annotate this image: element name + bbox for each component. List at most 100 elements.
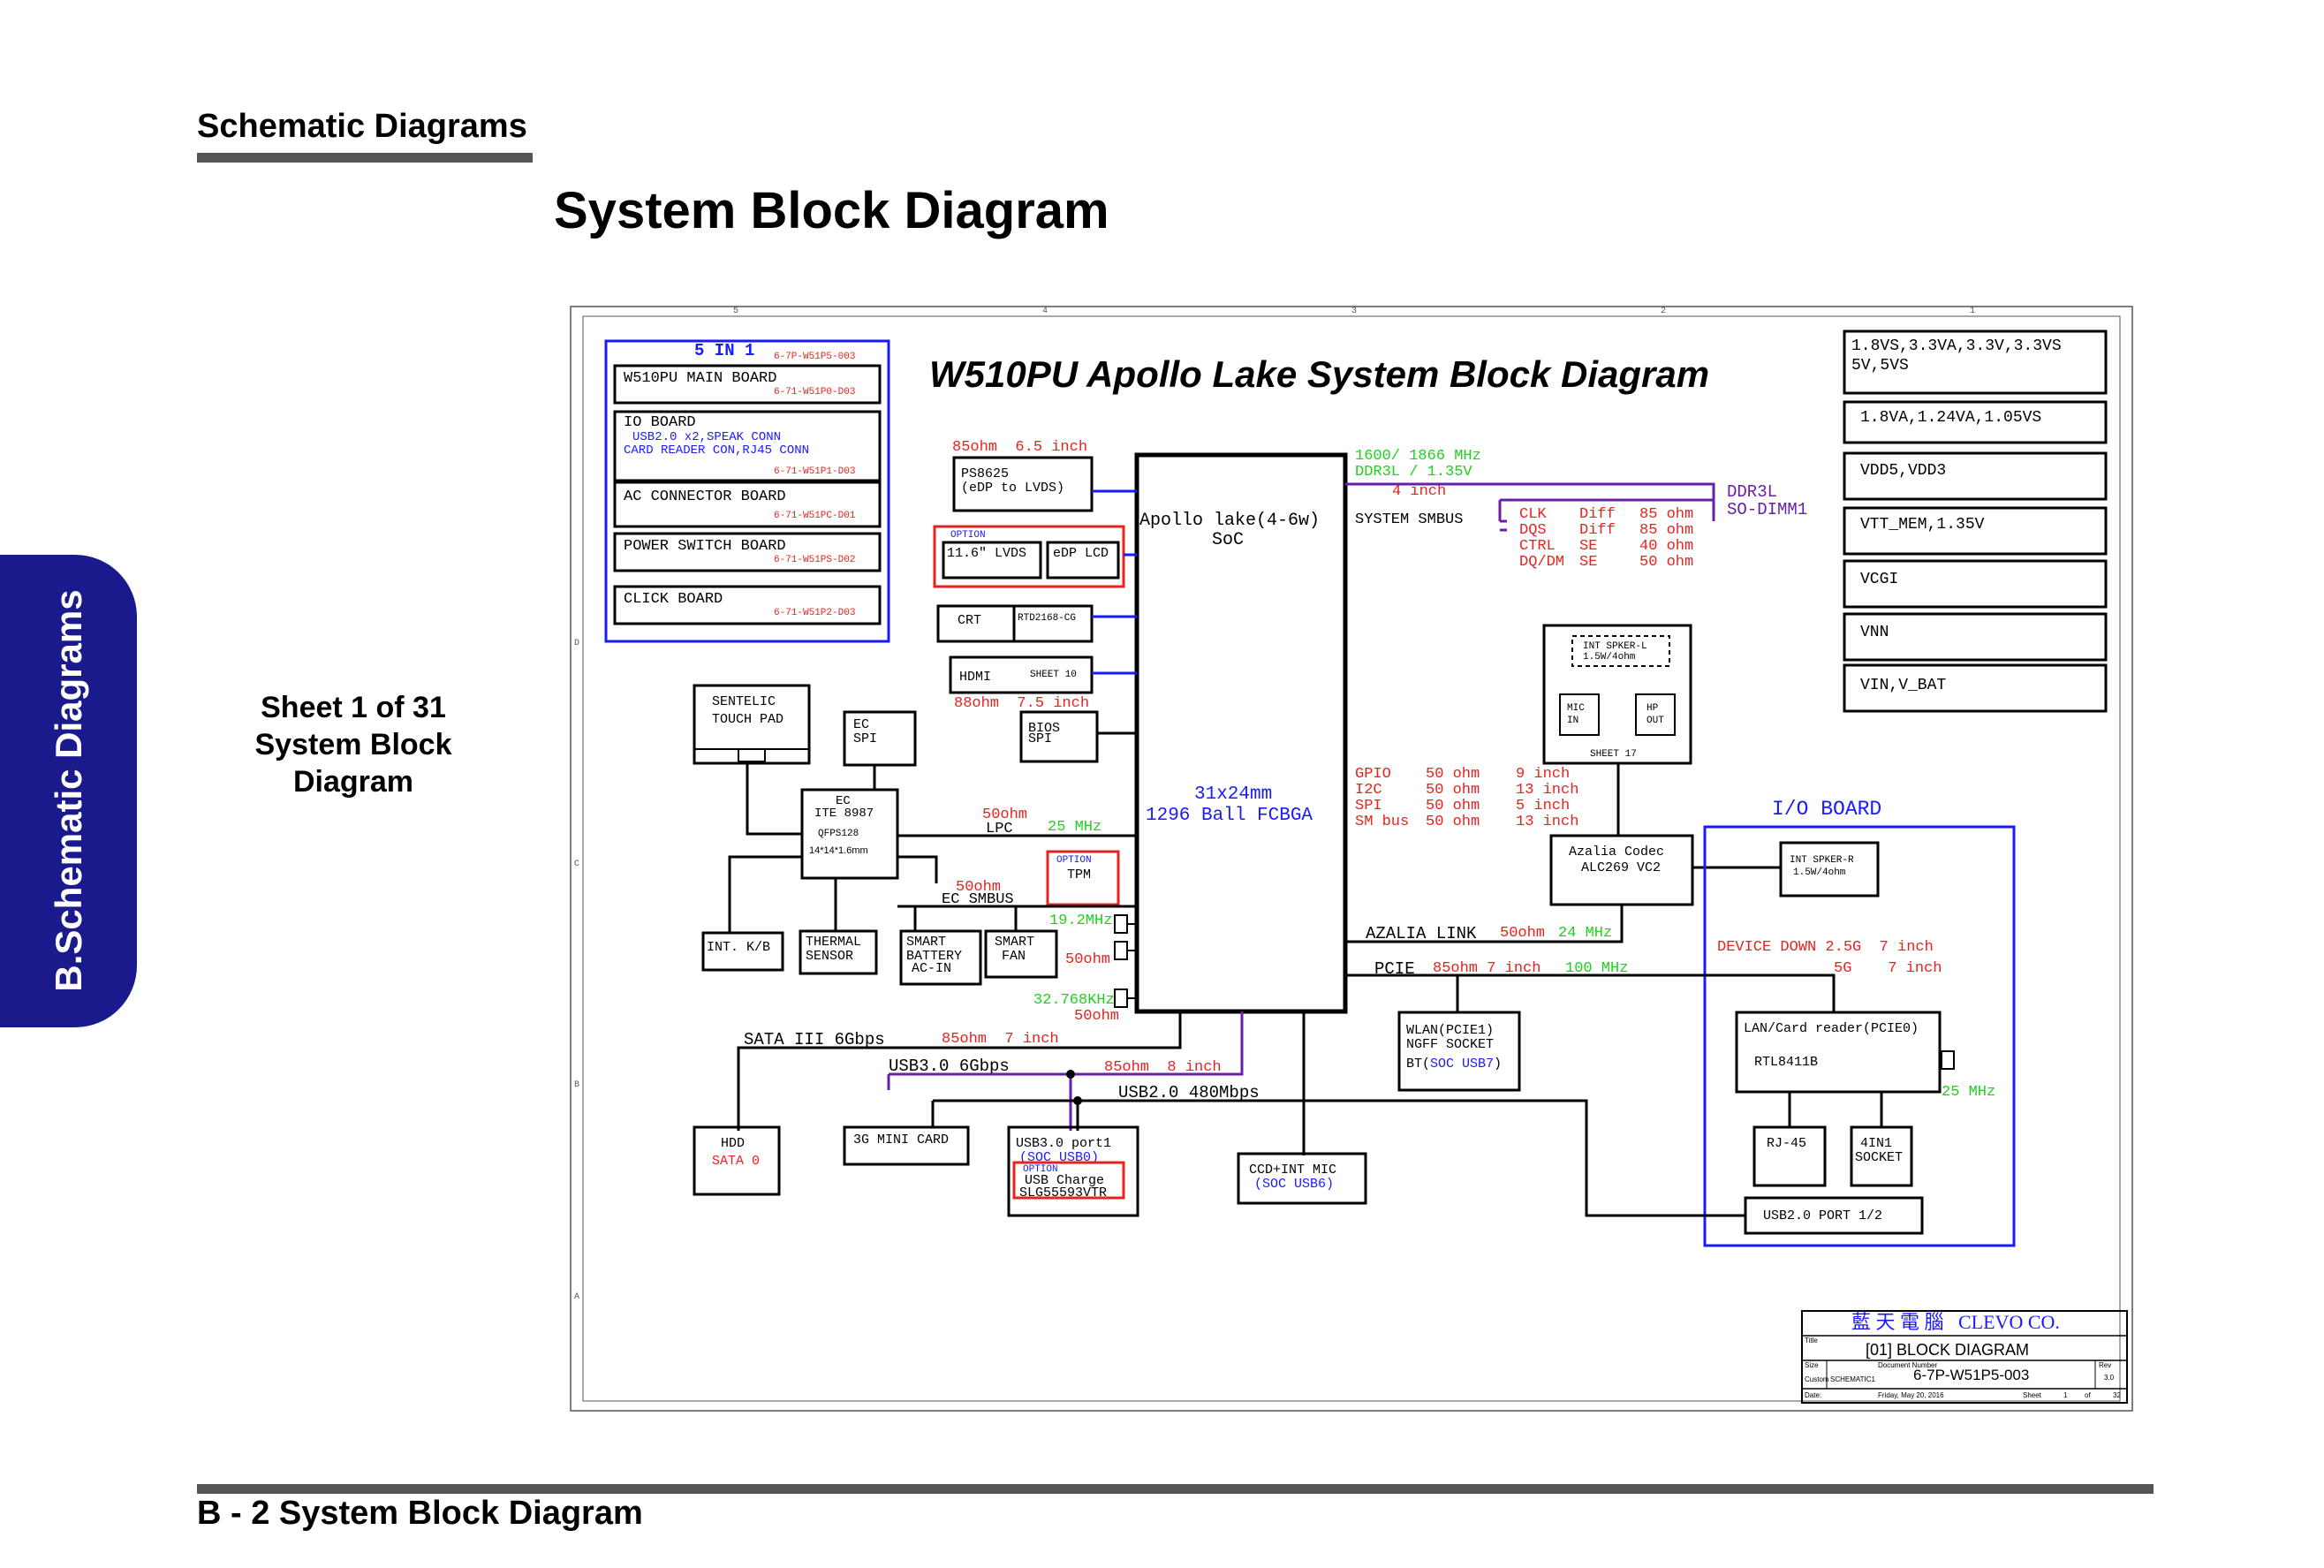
tb-label: Sheet [2023, 1391, 2042, 1399]
device-down: DEVICE DOWN 2.5G 7 inch [1717, 939, 1934, 956]
card-socket: SOCKET [1855, 1150, 1903, 1165]
spk-left: 1.5W/4ohm [1583, 652, 1636, 663]
pcie-spec: 85ohm 7 inch [1433, 960, 1541, 977]
crystal-1: 19.2MHz [1049, 913, 1112, 929]
hdmi-port: HDMI [959, 670, 991, 685]
gpio-row: 50 ohm [1426, 798, 1480, 814]
battery: SMART [906, 935, 946, 950]
ccd: (SOC USB6) [1254, 1177, 1334, 1192]
display-option: OPTION [950, 530, 986, 541]
border-mark: C [574, 860, 579, 869]
board-group-title: 5 IN 1 [694, 341, 754, 360]
gpio-row: I2C [1355, 782, 1382, 799]
sata-bus: SATA III 6Gbps [744, 1030, 885, 1049]
io-board-title: I/O BOARD [1772, 798, 1881, 821]
ps-desc: (eDP to LVDS) [961, 481, 1064, 496]
crystal-1-ohm: 50ohm [1065, 951, 1110, 968]
touchpad: SENTELIC [712, 694, 776, 709]
board-ac: AC CONNECTOR BOARD [624, 489, 786, 505]
gpio-row: SPI [1355, 798, 1382, 814]
lan-chip: LAN/Card reader(PCIE0) [1744, 1021, 1919, 1036]
memory-path: 1600/ 1866 MHz DDR3L / 1.35V 4 inch SYST… [1345, 448, 1807, 571]
tb-sheet: 1 [2063, 1391, 2068, 1399]
ccd: CCD+INT MIC [1249, 1163, 1336, 1178]
tb-label: Document Number [1878, 1361, 1937, 1369]
wlan-bt-prefix: BT( [1406, 1057, 1430, 1072]
rail-label: VDD5,VDD3 [1860, 462, 1946, 480]
rail-label: VIN,V_BAT [1860, 677, 1946, 694]
mem-freq: 1600/ 1866 MHz [1355, 448, 1481, 465]
rail-label: VTT_MEM,1.35V [1860, 516, 1985, 534]
gpio-row: 13 inch [1516, 814, 1578, 830]
section-header: Schematic Diagrams [197, 108, 527, 145]
crt-chip: RTD2168-CG [1018, 613, 1076, 624]
ec-chip: 14*14*1.6mm [809, 845, 868, 856]
sheet-frame [570, 306, 2133, 1412]
gpio-row: 9 inch [1516, 766, 1570, 783]
dimm-label: SO-DIMM1 [1727, 500, 1807, 519]
codec: ALC269 VC2 [1581, 860, 1661, 875]
usb2-bus: USB2.0 480Mbps [1118, 1083, 1260, 1102]
tb-label: Date: [1805, 1391, 1821, 1399]
rail-label: VCGI [1860, 571, 1898, 588]
ec-area: SENTELIC TOUCH PAD EC SPI BIOS SPI EC IT… [693, 684, 1137, 1025]
board-pn: 6-71-W51PC-D01 [774, 511, 856, 521]
border-mark: 5 [733, 307, 738, 316]
usb3-bus: USB3.0 6Gbps [889, 1057, 1010, 1076]
diagram-title: W510PU Apollo Lake System Block Diagram [929, 353, 1709, 395]
io-board: I/O BOARD DEVICE DOWN 2.5G 7 inch 5G 7 i… [1703, 798, 2016, 1247]
mic-in: MIC [1567, 703, 1585, 714]
fan: SMART [995, 935, 1034, 950]
wlan: NGFF SOCKET [1406, 1037, 1494, 1052]
bios-spi: SPI [1028, 731, 1052, 746]
tb-label: Size [1805, 1361, 1819, 1369]
tb-label: Rev [2099, 1361, 2111, 1369]
mem-smbus: SYSTEM SMBUS [1355, 511, 1463, 528]
usb3-charge: USB Charge [1025, 1173, 1104, 1188]
board-pn: 6-71-W51P0-D03 [774, 387, 855, 398]
sata-spec: 85ohm 7 inch [942, 1031, 1059, 1048]
soc-name: SoC [1212, 530, 1244, 550]
ps-spec: 85ohm 6.5 inch [952, 439, 1087, 456]
azalia-spec: 50ohm [1500, 925, 1545, 942]
mem-signal: CTRL [1519, 538, 1556, 555]
border-mark: 3 [1351, 307, 1357, 316]
usb3-spec: 85ohm 8 inch [1104, 1059, 1222, 1076]
tb-doc-sub: SCHEMATIC1 [1830, 1375, 1876, 1383]
footer-label: B - 2 System Block Diagram [197, 1495, 643, 1532]
board-group-pn: 6-7P-W51P5-003 [774, 352, 855, 362]
battery: AC-IN [912, 961, 951, 976]
mem-signal: 85 ohm [1639, 506, 1693, 523]
border-mark: 4 [1042, 307, 1048, 316]
border-mark: 2 [1661, 307, 1666, 316]
gpio-row: 50 ohm [1426, 766, 1480, 783]
gpio-row: 50 ohm [1426, 814, 1480, 830]
crystal-2-ohm: 50ohm [1074, 1008, 1119, 1025]
hdd: SATA 0 [712, 1154, 760, 1169]
ps-name: PS8625 [961, 466, 1009, 481]
wlan-bt-usb: SOC USB7 [1430, 1057, 1494, 1072]
tb-size: Custom [1805, 1375, 1829, 1383]
mem-signal: Diff [1579, 522, 1616, 539]
mem-type: DDR3L / 1.35V [1355, 464, 1472, 481]
mem-len: 4 inch [1392, 483, 1446, 500]
rail-label: 5V,5VS [1851, 357, 1909, 375]
board-pn: 6-71-W51P2-D03 [774, 608, 855, 618]
rail-label: VNN [1860, 624, 1889, 641]
soc-package: 31x24mm [1194, 784, 1272, 805]
mem-signal: CLK [1519, 506, 1547, 523]
azalia-freq: 24 MHz [1558, 925, 1612, 942]
ec-chip: QFPS128 [818, 829, 859, 839]
ec-spi: EC [853, 717, 869, 732]
company-name: 藍 天 電 腦 CLEVO CO. [1851, 1311, 2060, 1333]
tb-label: Title [1805, 1337, 1818, 1345]
sheet-info-line: System Block [254, 728, 452, 761]
ecsmb-label: EC SMBUS [942, 891, 1014, 908]
dimm-label: DDR3L [1727, 482, 1777, 502]
bottom-devices: HDD SATA 0 3G MINI CARD USB3.0 port1 (SO… [693, 1125, 1367, 1217]
mic-in: IN [1567, 716, 1578, 726]
soc-package: 1296 Ball FCBGA [1146, 806, 1313, 826]
battery: BATTERY [906, 949, 962, 964]
edp-panel: eDP LCD [1053, 546, 1109, 561]
thermal: THERMAL [806, 935, 861, 950]
